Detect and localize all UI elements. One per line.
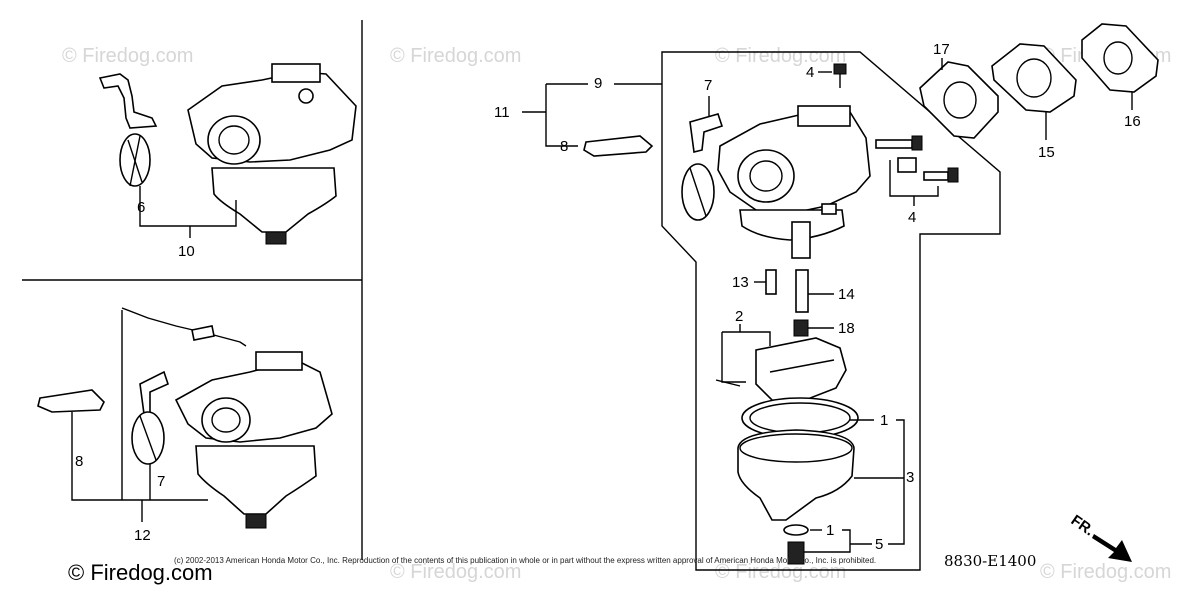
callout-7: 7: [704, 77, 712, 94]
callout-8: 8: [560, 138, 568, 155]
gasket-17: [919, 61, 999, 139]
leader-5-bracket: [804, 529, 851, 553]
bowl-nut-shape: [245, 513, 267, 529]
float-bowl-shape: [737, 429, 855, 521]
choke-valve-line: [129, 135, 141, 187]
screw-head-shape: [833, 63, 847, 75]
carburetor-bore-shape: [737, 149, 795, 203]
leader-6-10: [139, 186, 237, 227]
choke-valve-line: [139, 415, 157, 461]
nozzle-shape: [821, 203, 837, 215]
main-jet-shape: [795, 269, 809, 313]
screw-shape: [298, 88, 314, 104]
callout-16: 16: [1124, 113, 1141, 130]
screw-shape: [875, 139, 913, 149]
insulator-15: [991, 43, 1077, 113]
leader-11-8: [545, 84, 578, 147]
choke-lever-shape: [98, 73, 158, 129]
callout-17: 17: [933, 41, 950, 58]
gasket-hole: [943, 81, 977, 119]
drawing-code: 8830-E1400: [944, 552, 1036, 570]
pilot-screw-set: [875, 135, 959, 183]
callout-12: 12: [134, 527, 151, 544]
washer-shape: [783, 524, 809, 536]
throttle-bracket-shape: [255, 351, 303, 371]
lever-arm-shape: [37, 389, 105, 413]
choke-valve-line: [689, 167, 707, 217]
float-bowl-shape: [211, 167, 337, 233]
choke-lever-shape: [139, 370, 169, 416]
jet-nut-shape: [793, 319, 809, 337]
callout-10: 10: [178, 243, 195, 260]
leader-8-12: [71, 412, 208, 501]
carburetor-bore-inner: [749, 160, 783, 192]
callout-6: 6: [137, 199, 145, 216]
screw-shape: [923, 171, 949, 181]
spring-shape: [897, 157, 917, 173]
float-bowl-rim: [739, 433, 853, 463]
carburetor-bore-shape: [207, 115, 261, 165]
callout-8: 8: [75, 453, 83, 470]
insulator-hole: [1016, 58, 1052, 98]
callout-1: 1: [880, 412, 888, 429]
float-pin-shape: [715, 379, 741, 387]
gasket-16: [1081, 23, 1159, 93]
carburetor-bore-inner: [218, 125, 250, 155]
callout-1: 1: [826, 522, 834, 539]
float-valve-shape: [765, 269, 777, 295]
insulator-shape: [991, 43, 1077, 113]
leader-2-a: [721, 332, 746, 383]
callout-7: 7: [157, 473, 165, 490]
front-label: FR.: [1068, 512, 1098, 540]
callout-4: 4: [806, 64, 814, 81]
callout-14: 14: [838, 286, 855, 303]
callout-9: 9: [594, 75, 602, 92]
front-arrow-icon: [1092, 534, 1132, 562]
watermark: © Firedog.com: [390, 45, 521, 67]
needle-jet-holder-shape: [791, 221, 811, 259]
float-line: [769, 359, 835, 373]
carburetor-assembly-bottom-left: [37, 307, 333, 529]
float-shape: [755, 337, 847, 403]
watermark: © Firedog.com: [715, 561, 846, 583]
governor-rod-shape: [121, 307, 247, 347]
callout-4: 4: [908, 209, 916, 226]
callout-18: 18: [838, 320, 855, 337]
screw-head-shape: [947, 167, 959, 183]
callout-11: 11: [494, 104, 510, 121]
screw-head-shape: [911, 135, 923, 151]
gasket-hole: [1103, 41, 1133, 75]
carburetor-assembly-top-left: [98, 63, 357, 245]
main-carburetor-body: [717, 105, 871, 259]
gasket-shape: [1081, 23, 1159, 93]
callout-5: 5: [875, 536, 883, 553]
bowl-nut-shape: [265, 231, 287, 245]
leader-1-5-bracket: [888, 419, 905, 545]
watermark: © Firedog.com: [62, 45, 193, 67]
carburetor-body-shape: [174, 359, 333, 443]
leader-2-b: [722, 331, 771, 346]
carburetor-bore-shape: [201, 397, 251, 443]
callout-13: 13: [732, 274, 749, 291]
spring-shape: [191, 325, 215, 341]
drain-bolt-shape: [787, 541, 805, 565]
gasket-shape: [919, 61, 999, 139]
carburetor-bore-inner: [211, 407, 241, 433]
copyright-notice: (c) 2002-2013 American Honda Motor Co., …: [174, 556, 876, 565]
brand-watermark: © Firedog.com: [68, 560, 213, 585]
watermark: © Firedog.com: [715, 45, 846, 67]
lever-arm-shape: [583, 135, 654, 157]
assembly-boundary: [661, 51, 1001, 571]
throttle-bracket-shape: [271, 63, 321, 83]
watermark: © Firedog.com: [1040, 561, 1171, 583]
choke-lever-shape: [689, 113, 724, 153]
watermark: © Firedog.com: [390, 561, 521, 583]
callout-2: 2: [735, 308, 743, 325]
throttle-bracket-shape: [797, 105, 851, 127]
front-direction-marker: FR.: [1068, 512, 1132, 562]
callout-15: 15: [1038, 144, 1055, 161]
callout-3: 3: [906, 469, 914, 486]
float-bowl-shape: [195, 445, 317, 515]
